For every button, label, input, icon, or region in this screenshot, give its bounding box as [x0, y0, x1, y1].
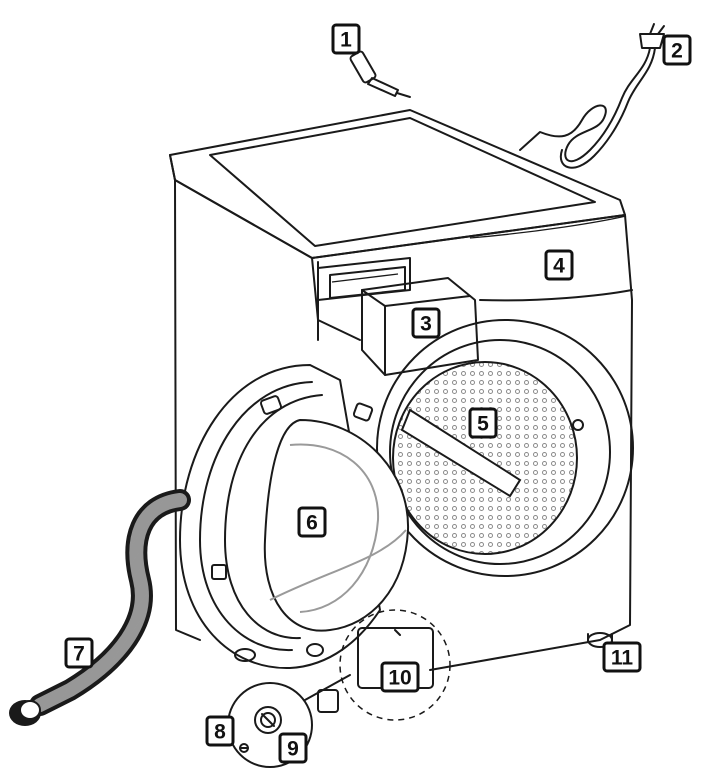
callout-8: 8	[205, 715, 235, 747]
svg-text:9: 9	[287, 738, 299, 761]
power-cord-part	[519, 23, 665, 169]
drum	[376, 319, 634, 577]
callout-6: 6	[297, 506, 327, 538]
svg-text:10: 10	[388, 667, 411, 690]
callout-7: 7	[64, 637, 94, 669]
drain-hose	[9, 489, 191, 726]
detergent-drawer	[317, 257, 479, 376]
callout-9: 9	[278, 732, 308, 764]
callout-3: 3	[411, 307, 441, 339]
svg-text:11: 11	[611, 647, 634, 670]
door	[178, 363, 410, 670]
svg-text:5: 5	[477, 413, 489, 436]
callout-1: 1	[331, 23, 361, 55]
svg-text:7: 7	[73, 643, 85, 666]
callout-2: 2	[662, 34, 692, 66]
inlet-fitting-part	[349, 50, 411, 98]
callout-11: 11	[602, 641, 642, 673]
callout-5: 5	[468, 407, 498, 439]
svg-text:8: 8	[214, 721, 226, 744]
machine-body	[169, 109, 633, 671]
svg-text:6: 6	[306, 512, 318, 535]
svg-text:2: 2	[671, 40, 683, 63]
svg-text:1: 1	[340, 29, 352, 52]
callout-10: 10	[380, 661, 420, 693]
callout-4: 4	[544, 249, 574, 281]
svg-text:4: 4	[553, 255, 565, 278]
svg-text:3: 3	[420, 313, 432, 336]
